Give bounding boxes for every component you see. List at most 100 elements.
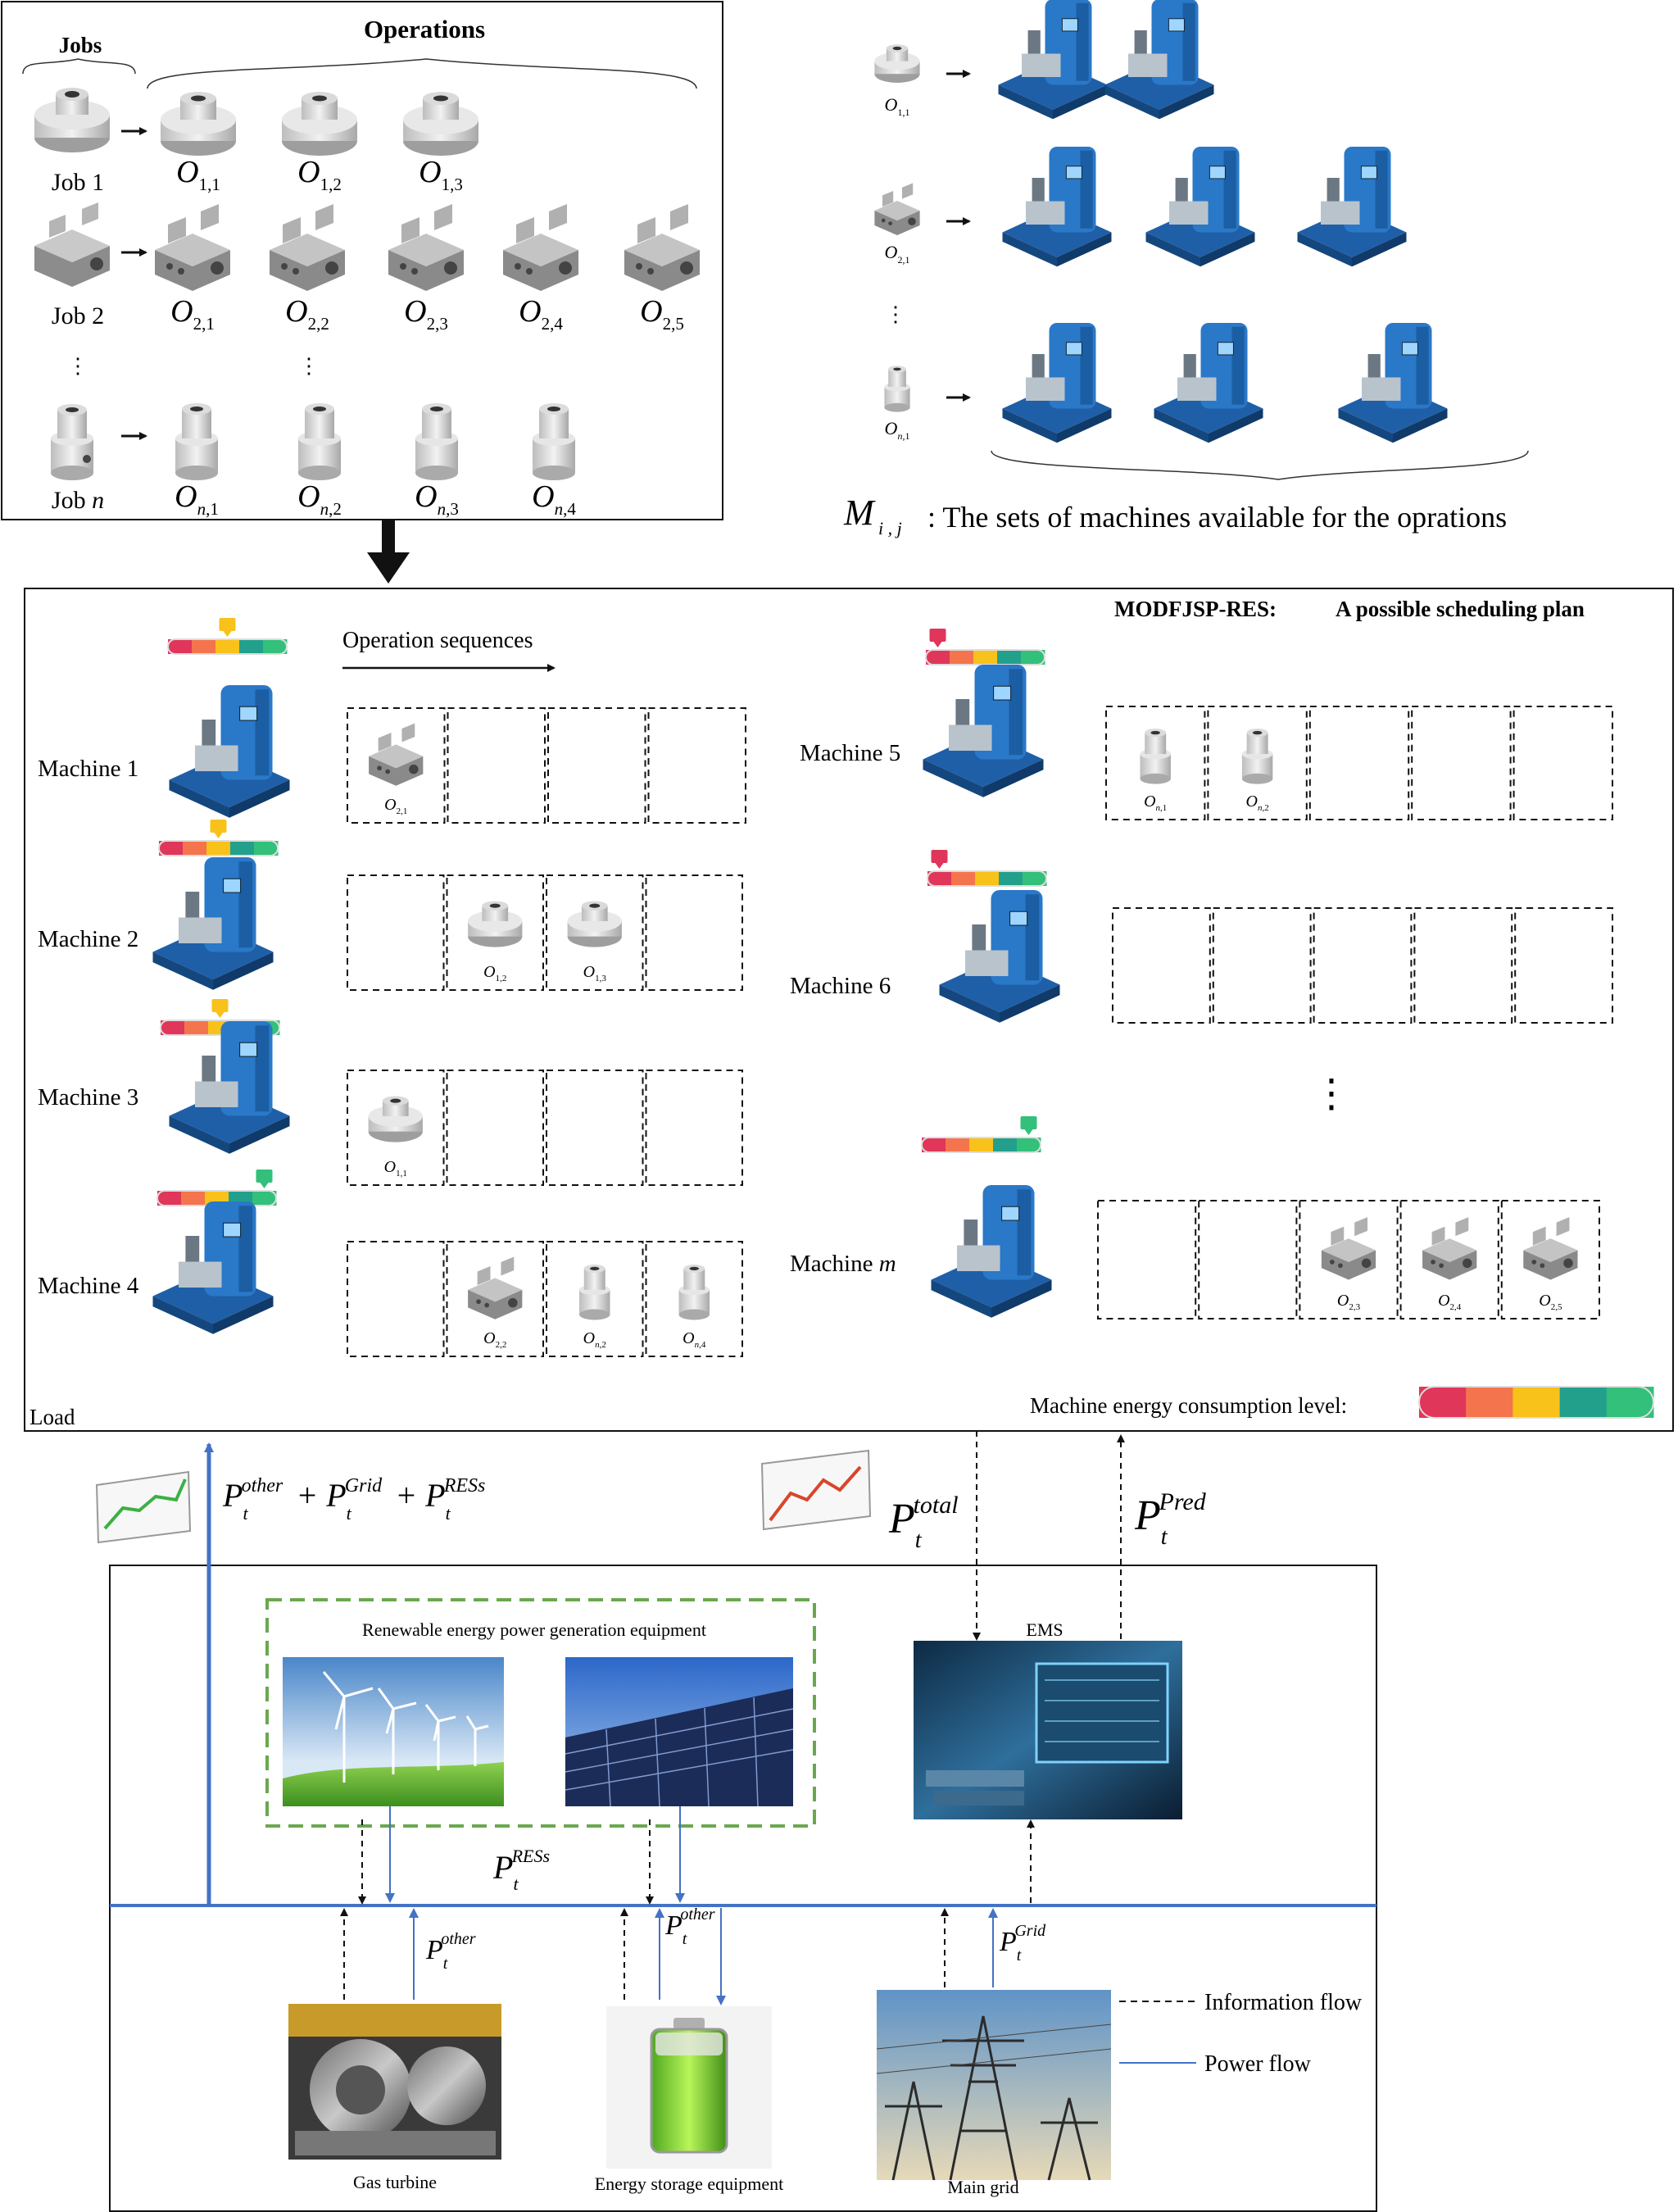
operation-label: O2,5 [1539,1292,1562,1312]
part-icon [624,204,700,291]
energy-gauge [158,820,279,856]
energy-gauge-segment [161,1020,185,1035]
energy-gauge-segment [927,871,952,886]
part-icon [1321,1217,1376,1280]
schedule-panel-frame [24,588,1674,1432]
schedule-machine-3: Machine 3O1,1 [38,999,743,1186]
part-icon [369,723,424,786]
total-power-formula: Pttotal [888,1492,959,1553]
job-1-part-icon [34,88,110,152]
energy-system-frame [109,1565,1377,2212]
machine-icon [1002,147,1112,267]
ems-image [914,1641,1182,1819]
machine-label: Machine m [790,1251,896,1277]
energy-gauge [167,618,288,655]
part-icon [298,403,341,480]
energy-gauge [156,1170,277,1206]
part-icon [874,44,920,83]
energy-gauge-segment [254,841,279,856]
schedule-slot [645,1241,743,1357]
schedule-slot [1212,907,1312,1024]
machine-icon [923,665,1044,797]
schedule-slot [446,874,544,991]
jobs-header: Jobs [59,33,102,57]
energy-gauge-marker [256,1170,273,1183]
machine-icon [1002,323,1112,443]
machine-sets-caption: M i , j : The sets of machines available… [843,493,1507,538]
schedule-slot [1313,907,1413,1024]
machine-icon [1338,323,1448,443]
machine-icon [152,857,274,990]
job-2-part-icon [34,202,110,287]
machine-label: Machine 2 [38,926,138,952]
part-icon [1241,729,1273,784]
job-row-1: Job 1 [34,88,147,196]
part-icon [503,204,578,291]
energy-gauge-segment [946,1138,970,1152]
schedule-slot [447,707,546,824]
gas-turbine-image [288,2004,501,2160]
energy-gauge [925,629,1045,665]
operations-header: Operations [364,15,485,43]
machine-sets-brace [991,450,1529,480]
energy-gauge-segment [997,650,1022,665]
schedule-slot [1411,706,1512,820]
machine-icon [169,685,290,818]
energy-storage-label: Energy storage equipment [595,2173,784,2194]
operation-label: O1,3 [583,963,607,983]
part-icon [567,901,622,947]
part-icon [270,204,345,291]
operation-label: O2,3 [404,294,448,334]
energy-gauge-segment [951,871,976,886]
schedule-slot [446,1241,544,1357]
grid-formula: PtGrid [999,1922,1046,1964]
machine-icon [1297,147,1407,267]
operation-label: On,2 [1245,793,1268,813]
main-grid-image [876,1990,1112,2181]
operation-label: On,1 [885,418,910,442]
energy-gauge-segment [1419,1387,1467,1418]
schedule-slot [1207,706,1308,820]
operation-label: O2,3 [1337,1292,1361,1312]
operation-label: On,3 [415,479,459,519]
part-icon [368,1096,423,1142]
energy-gauge-segment [1021,650,1045,665]
caption-symbol: M [843,493,876,533]
schedule-slot [1112,907,1211,1024]
energy-gauge [921,1116,1041,1153]
operation-label: O2,4 [519,294,563,334]
schedule-slot [645,874,743,991]
machine-icon [998,0,1108,120]
energy-gauge-segment [1606,1387,1654,1418]
machine-icon [1145,147,1255,267]
schedule-slot [645,1070,743,1186]
machine-label: Machine 1 [38,756,138,782]
energy-gauge-segment [239,639,264,654]
machine-icon [939,890,1060,1023]
schedule-slot [647,707,746,824]
load-supply-formula: Ptother + PtGrid + PtRESs [222,1475,485,1524]
schedule-slot [347,707,446,824]
energy-level-bar [1418,1386,1654,1419]
operation-label: On,1 [175,479,219,519]
solar-panel-image [565,1657,794,1807]
renewable-title: Renewable energy power generation equipm… [362,1619,706,1640]
energy-storage-image [606,2006,772,2169]
legend-power-label: Power flow [1204,2051,1312,2077]
operation-label: O1,3 [419,155,463,194]
energy-gauge-segment [973,650,998,665]
operation-label: O1,1 [885,94,910,118]
schedule-slot [1512,706,1613,820]
energy-gauge-segment [999,871,1023,886]
energy-gauge-segment [1023,871,1047,886]
energy-gauge-segment [926,650,950,665]
part-icon [533,403,575,480]
part-icon [388,204,464,291]
energy-gauge-marker [219,618,236,631]
schedule-slot [446,1070,544,1186]
